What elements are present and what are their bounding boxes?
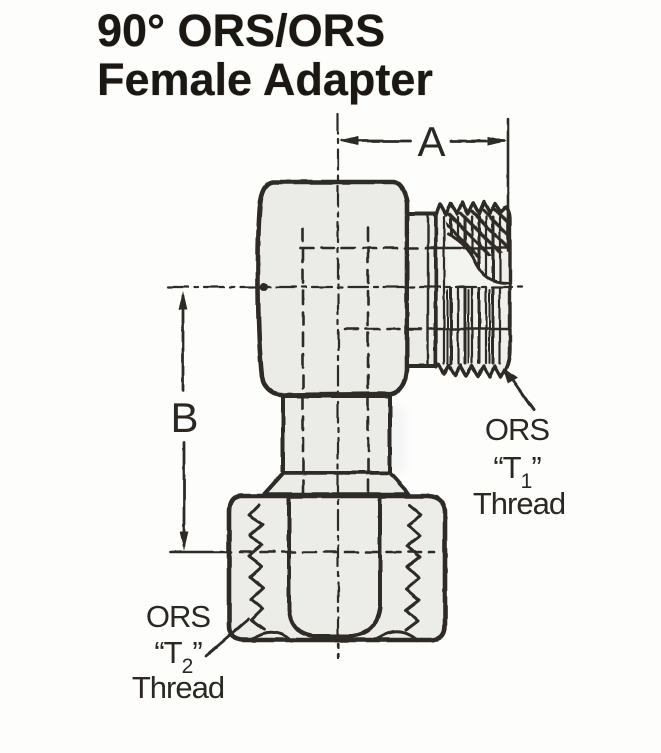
- elbow-body: [255, 179, 410, 398]
- dimension-a: [339, 117, 510, 253]
- t2-label-designator: “T2”: [154, 635, 202, 678]
- t1-label-designator: “T1”: [493, 450, 541, 493]
- t1-leader-arrowhead: [503, 367, 518, 384]
- male-flange: [405, 212, 438, 368]
- dim-b-arrow-down: [179, 532, 189, 551]
- dim-b-reference-dot: [260, 283, 268, 291]
- t2-label-name: ORS: [146, 599, 211, 634]
- diagram-labels: A B ORS “T1” Thread ORS “T2” Thread: [132, 118, 566, 705]
- female-thread-zigzag-right: [404, 503, 423, 632]
- male-thread-detail: [434, 206, 510, 365]
- t2-thread-label: ORS “T2” Thread: [132, 599, 225, 705]
- dim-label-a: A: [417, 118, 445, 165]
- nut-shoulder: [262, 471, 411, 496]
- nut-bottom-chamfer-left: [250, 630, 291, 641]
- nut-bore: [287, 496, 382, 638]
- female-thread-zigzag-left: [247, 503, 266, 631]
- leaders: [204, 367, 536, 658]
- page-title: 90° ORS/ORS Female Adapter: [97, 6, 433, 104]
- oring-pocket-edge: [446, 232, 510, 285]
- section-hatch: [444, 206, 509, 258]
- t1-thread-label: ORS “T1” Thread: [473, 412, 566, 521]
- centerlines: [166, 112, 526, 660]
- t2-leader-line: [204, 617, 251, 658]
- page-title-line1: 90° ORS/ORS: [97, 5, 386, 56]
- fitting-outline: [226, 179, 512, 643]
- dim-a-arrow-left: [339, 136, 358, 146]
- dimension-b: [169, 283, 268, 554]
- dim-label-b: B: [170, 394, 197, 441]
- t1-label-name: ORS: [485, 412, 550, 447]
- swivel-nut: [226, 493, 448, 643]
- nut-bottom-chamfer-right: [376, 630, 418, 641]
- t1-label-word: Thread: [473, 486, 565, 521]
- lower-neck: [281, 394, 392, 475]
- page-title-line2: Female Adapter: [97, 54, 433, 105]
- dim-a-arrow-right: [488, 136, 507, 146]
- dim-b-arrow-up: [178, 291, 188, 310]
- t2-label-word: Thread: [132, 670, 224, 705]
- nut-detail: [247, 496, 423, 641]
